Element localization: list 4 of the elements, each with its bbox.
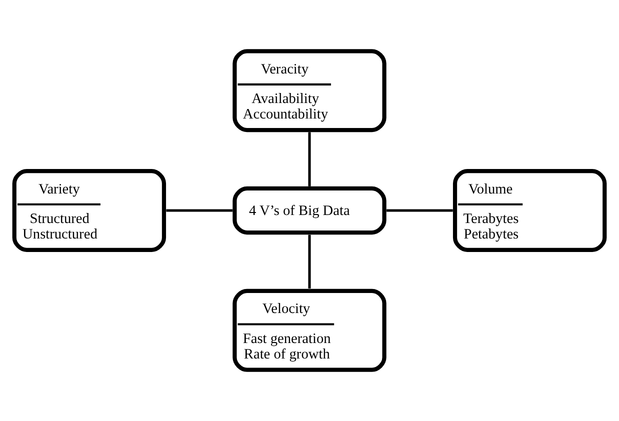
connector — [386, 209, 453, 212]
connector — [308, 234, 311, 288]
connector — [308, 132, 311, 186]
connector — [166, 209, 233, 212]
